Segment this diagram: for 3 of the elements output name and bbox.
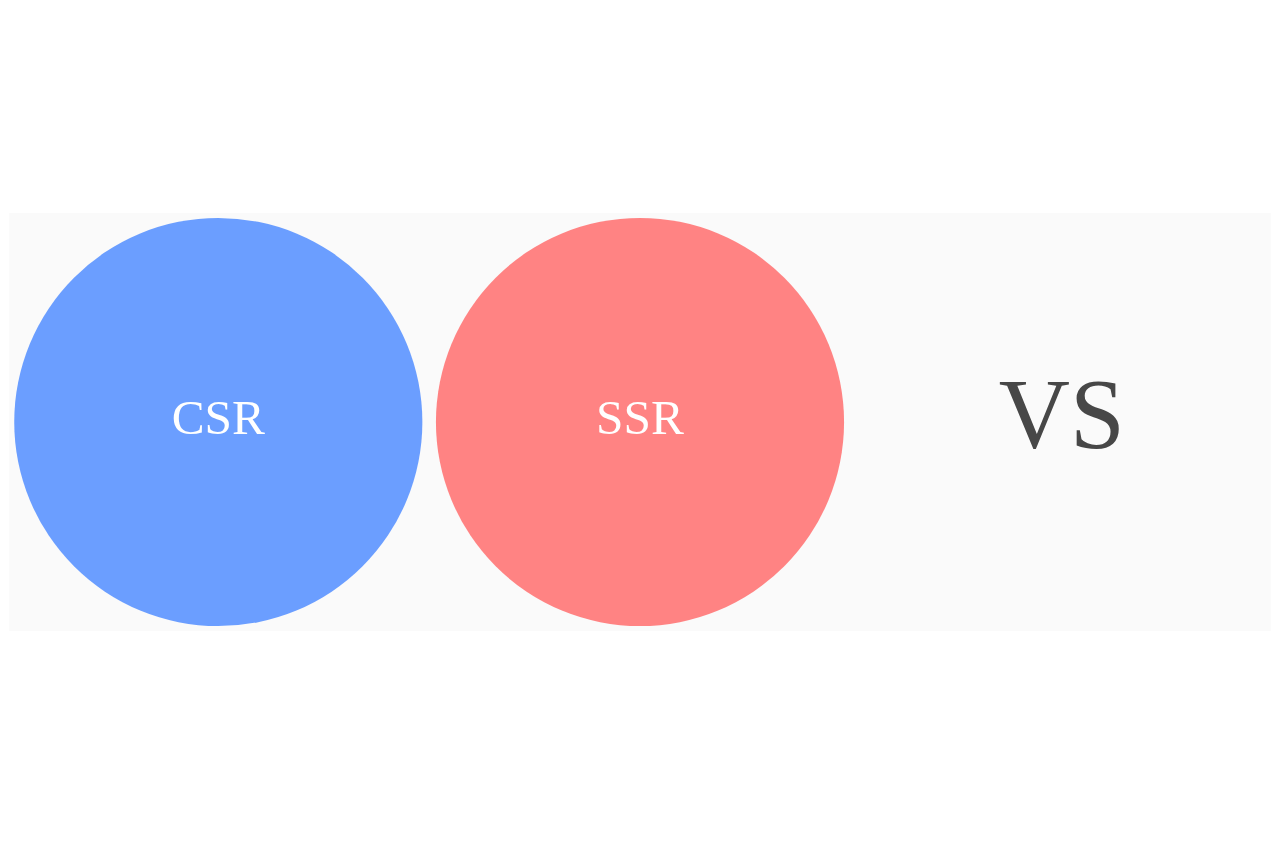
node-circle: CSR — [14, 217, 423, 627]
node-circle: SSR — [435, 217, 845, 627]
label: VS — [998, 358, 1125, 468]
